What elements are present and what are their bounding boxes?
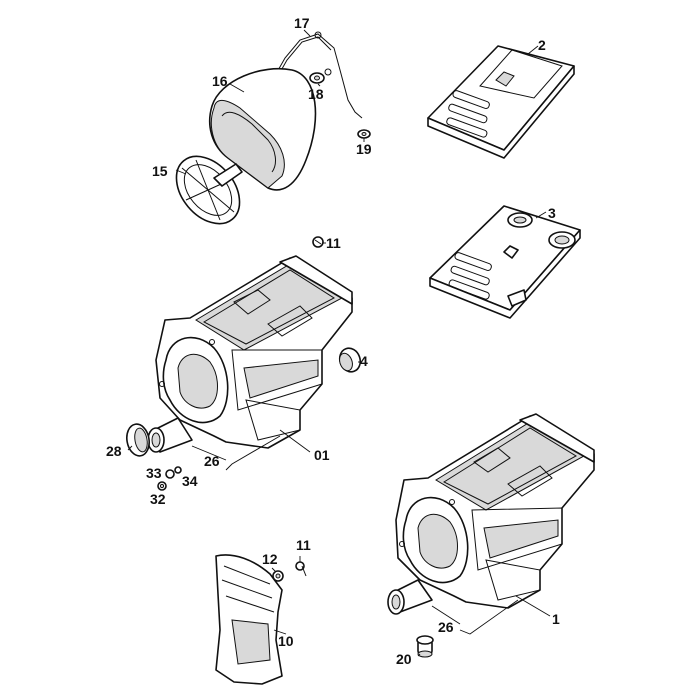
part-32-bolt xyxy=(157,481,167,491)
part-10-mud-flap xyxy=(215,554,283,685)
label-26-upper: 26 xyxy=(204,453,220,469)
label-32: 32 xyxy=(150,491,166,507)
label-17: 17 xyxy=(294,15,310,31)
part-11-screw-lower xyxy=(295,561,307,577)
label-3: 3 xyxy=(548,205,556,221)
part-16-air-filter xyxy=(208,68,317,191)
label-11-lower: 11 xyxy=(296,537,311,553)
label-4: 4 xyxy=(360,353,368,369)
callout-labels: 17 16 18 19 15 2 3 11 4 01 26 28 33 34 3… xyxy=(106,15,560,667)
label-01: 01 xyxy=(314,447,330,463)
part-11-screw-upper xyxy=(312,236,324,248)
label-28: 28 xyxy=(106,443,122,459)
label-2: 2 xyxy=(538,37,546,53)
label-11-upper: 11 xyxy=(326,235,341,251)
label-1: 1 xyxy=(552,611,560,627)
label-16: 16 xyxy=(212,73,228,89)
label-33: 33 xyxy=(146,465,162,481)
label-15: 15 xyxy=(152,163,168,179)
part-01-airbox xyxy=(147,255,353,453)
label-26-lower: 26 xyxy=(438,619,454,635)
label-20: 20 xyxy=(396,651,412,667)
part-3-cover-plate-snorkel xyxy=(429,205,581,319)
part-20-cap xyxy=(416,635,434,658)
part-2-cover-plate xyxy=(427,45,575,159)
part-33-washer xyxy=(165,469,175,479)
label-34: 34 xyxy=(182,473,198,489)
part-4-plug xyxy=(338,347,362,373)
part-28-clamp xyxy=(126,423,150,457)
label-18: 18 xyxy=(308,86,324,102)
part-19-nut xyxy=(357,129,371,139)
label-19: 19 xyxy=(356,141,372,157)
part-12-nut xyxy=(272,570,284,582)
part-18-washer xyxy=(309,68,332,84)
part-34-nut xyxy=(174,466,182,474)
part-15-filter-cage xyxy=(175,155,243,225)
leader-lines xyxy=(127,29,551,657)
part-1-airbox xyxy=(387,413,595,615)
label-10: 10 xyxy=(278,633,294,649)
label-12: 12 xyxy=(262,551,278,567)
